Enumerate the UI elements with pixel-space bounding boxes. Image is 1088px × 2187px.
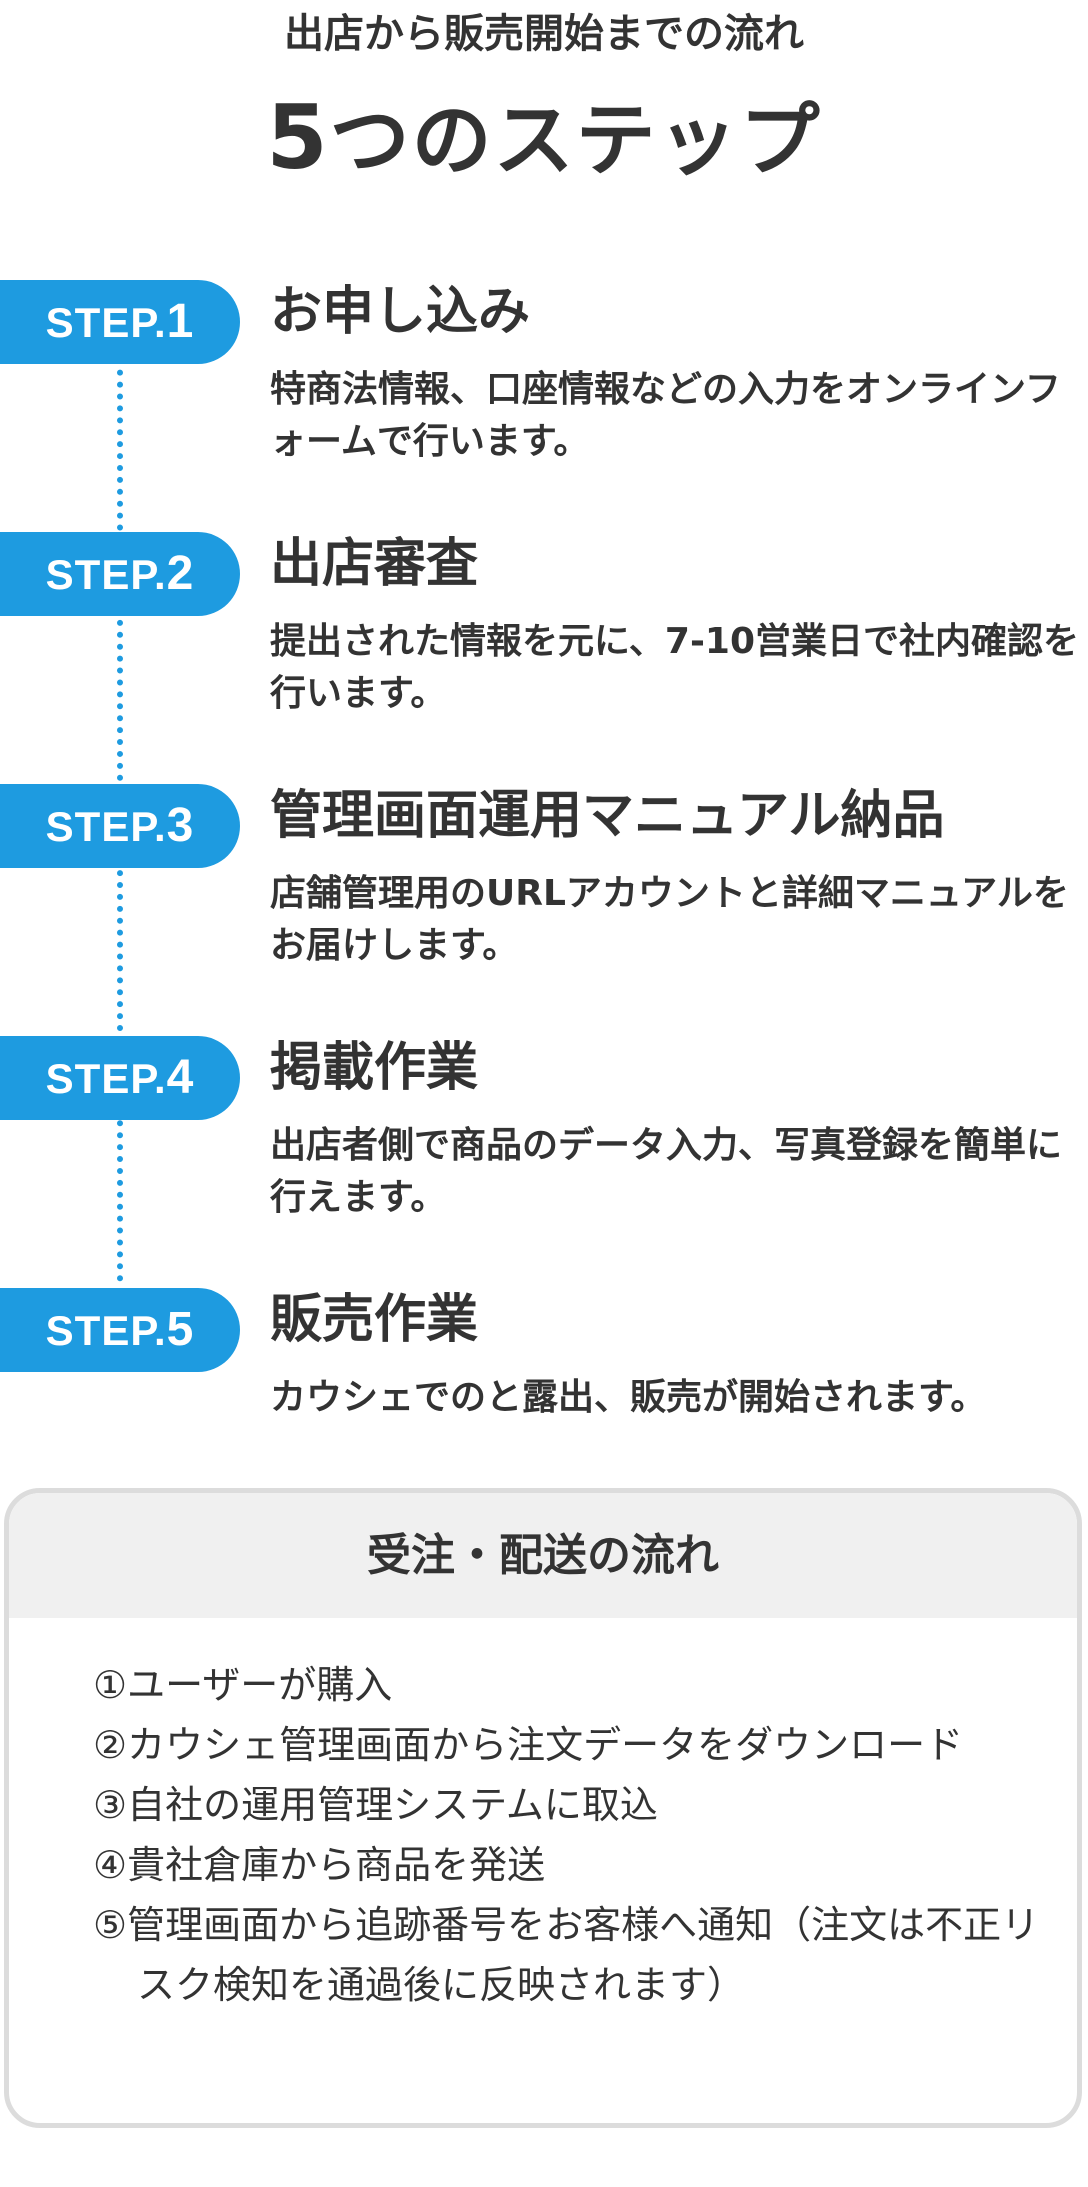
step-title: お申し込み: [270, 282, 531, 342]
order-flow-title: 受注・配送の流れ: [9, 1493, 1077, 1618]
step-title: 掲載作業: [270, 1038, 479, 1098]
order-flow-item: ④貴社倉庫から商品を発送: [93, 1843, 546, 1887]
order-flow-item: ②カウシェ管理画面から注文データをダウンロード: [93, 1723, 964, 1767]
step-badge-label: STEP.: [45, 551, 167, 598]
page-title: 5つのステップ: [0, 82, 1088, 197]
order-flow-list: ①ユーザーが購入 ②カウシェ管理画面から注文データをダウンロード ③自社の運用管…: [93, 1655, 1053, 2015]
order-flow-box: 受注・配送の流れ ①ユーザーが購入 ②カウシェ管理画面から注文データをダウンロー…: [4, 1488, 1082, 2128]
order-flow-item: ③自社の運用管理システムに取込: [93, 1783, 658, 1827]
title-number: 5: [266, 86, 330, 189]
step-badge-label: STEP.: [45, 1055, 167, 1102]
step-description: 店舗管理用のURLアカウントと詳細マニュアルをお届けします。: [270, 873, 1069, 966]
step-badge-number: 4: [166, 1051, 195, 1104]
step-title: 管理画面運用マニュアル納品: [270, 786, 945, 846]
step-badge-number: 2: [166, 547, 195, 600]
step-description: 提出された情報を元に、7-10営業日で社内確認を行います。: [270, 621, 1080, 714]
step-badge: STEP.3: [0, 784, 240, 868]
order-flow-item: ⑤管理画面から追跡番号をお客様へ通知（注文は不正リスク検知を通過後に反映されます…: [93, 1903, 1040, 2007]
step-badge-number: 5: [166, 1303, 195, 1356]
step-badge-label: STEP.: [45, 299, 167, 346]
title-text: つのステップ: [329, 94, 822, 187]
step-badge: STEP.2: [0, 532, 240, 616]
step-badge: STEP.4: [0, 1036, 240, 1120]
page-subtitle: 出店から販売開始までの流れ: [284, 11, 804, 57]
step-badge-number: 1: [166, 295, 195, 348]
step-description: 特商法情報、口座情報などの入力をオンラインフォームで行います。: [270, 369, 1061, 462]
step-badge-number: 3: [166, 799, 195, 852]
step-description: 出店者側で商品のデータ入力、写真登録を簡単に行えます。: [270, 1125, 1063, 1218]
step-badge-label: STEP.: [45, 1307, 167, 1354]
step-description: カウシェでのと露出、販売が開始されます。: [270, 1377, 987, 1418]
step-badge: STEP.5: [0, 1288, 240, 1372]
step-title: 出店審査: [270, 534, 479, 594]
order-flow-item: ①ユーザーが購入: [93, 1663, 393, 1707]
step-badge: STEP.1: [0, 280, 240, 364]
step-badge-label: STEP.: [45, 803, 167, 850]
step-title: 販売作業: [270, 1290, 479, 1350]
